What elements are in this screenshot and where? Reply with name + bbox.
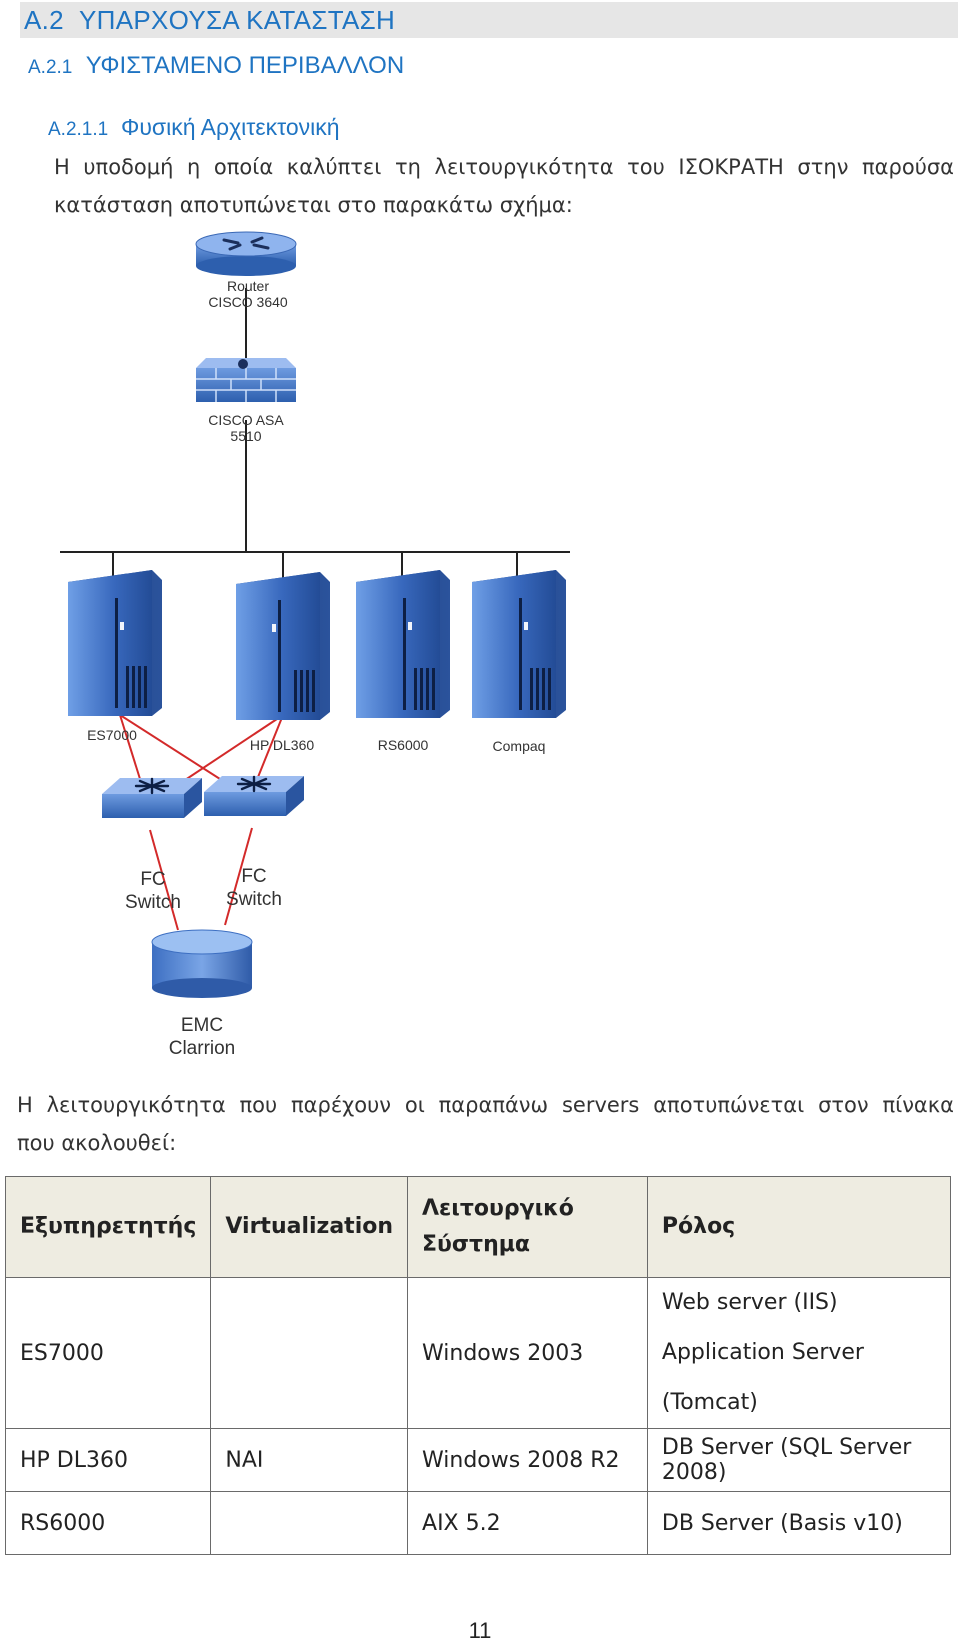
cell-os: AIX 5.2 — [407, 1491, 648, 1555]
cell-role: DB Server (SQL Server 2008) — [646, 1428, 952, 1492]
server-label-compaq: Compaq — [493, 738, 546, 754]
fc-switch-2-label-line2: Switch — [226, 889, 282, 910]
firewall-icon — [196, 358, 296, 402]
subsection-number: Α.2.1 — [28, 57, 73, 78]
server-rs6000-icon — [356, 570, 450, 718]
fc-switch-1-icon — [102, 777, 202, 818]
cell-role: Web server (IIS) Application Server (Tom… — [646, 1277, 952, 1429]
cell-server: RS6000 — [4, 1491, 212, 1555]
server-compaq-icon — [472, 570, 566, 718]
fc-link-switch1-storage — [149, 829, 179, 931]
server-label-hpdl360: HP DL360 — [250, 737, 315, 753]
subsection-title: ΥΦΙΣΤΑΜΕΝΟ ΠΕΡΙΒΑΛΛΟΝ — [85, 52, 405, 79]
section-heading: Α.2 ΥΠΑΡΧΟΥΣΑ ΚΑΤΑΣΤΑΣΗ — [24, 2, 395, 38]
cell-os: Windows 2008 R2 — [407, 1428, 648, 1492]
intro-paragraph: Η υποδομή η οποία καλύπτει τη λειτουργικ… — [54, 148, 954, 224]
section-heading-background — [20, 2, 958, 38]
section-title: ΥΠΑΡΧΟΥΣΑ ΚΑΤΑΣΤΑΣΗ — [79, 5, 396, 35]
router-label-line1: Router — [227, 278, 269, 294]
cell-server: HP DL360 — [4, 1428, 212, 1492]
subsubsection-title: Φυσική Αρχιτεκτονική — [121, 114, 340, 140]
storage-cylinder-icon — [151, 929, 253, 998]
table-row: ES7000 Windows 2003 Web server (IIS) App… — [4, 1277, 952, 1429]
intro-line-2: κατάσταση αποτυπώνεται στο παρακάτω σχήμ… — [54, 193, 573, 217]
subsubsection-heading: Α.2.1.1 Φυσική Αρχιτεκτονική — [48, 114, 340, 141]
fc-switch-1-label-line2: Switch — [125, 892, 181, 913]
firewall-label-line1: CISCO ASA — [208, 412, 284, 428]
router-icon — [195, 231, 297, 276]
servers-table: Εξυπηρετητής Virtualization Λειτουργικό … — [4, 1176, 952, 1555]
router-label-line2: CISCO 3640 — [208, 294, 288, 310]
fc-link-switch2-storage — [224, 827, 253, 926]
table-row: HP DL360 ΝΑΙ Windows 2008 R2 DB Server (… — [4, 1428, 952, 1492]
table-row: RS6000 AIX 5.2 DB Server (Basis v10) — [4, 1491, 952, 1555]
header-server: Εξυπηρετητής — [4, 1176, 212, 1278]
cell-server: ES7000 — [4, 1277, 212, 1429]
subsubsection-number: Α.2.1.1 — [48, 119, 109, 140]
firewall-label-line2: 5510 — [230, 428, 261, 444]
storage-label-line2: Clarrion — [169, 1038, 236, 1059]
fc-link-hpdl360-switch1 — [169, 714, 284, 791]
server-es7000-icon — [68, 570, 162, 716]
cell-virtualization — [210, 1277, 409, 1429]
cell-role-line2: Application Server (Tomcat) — [661, 1340, 864, 1415]
server-label-rs6000: RS6000 — [378, 737, 429, 753]
server-hpdl360-icon — [236, 572, 330, 720]
header-virtualization: Virtualization — [210, 1176, 409, 1278]
subsection-heading: Α.2.1 ΥΦΙΣΤΑΜΕΝΟ ΠΕΡΙΒΑΛΛΟΝ — [28, 52, 404, 80]
table-header-row: Εξυπηρετητής Virtualization Λειτουργικό … — [4, 1176, 952, 1278]
intro-line-1: Η υποδομή η οποία καλύπτει τη λειτουργικ… — [54, 155, 954, 179]
fc-switch-2-icon — [204, 775, 304, 816]
cell-os: Windows 2003 — [407, 1277, 648, 1429]
header-os-line1: Λειτουργικό — [422, 1196, 574, 1221]
cell-virtualization — [210, 1491, 409, 1555]
cell-role: DB Server (Basis v10) — [646, 1491, 952, 1555]
fc-switch-1-label-line1: FC — [140, 869, 165, 890]
cell-role-line1: Web server (IIS) — [661, 1290, 838, 1315]
table-intro-line-2: που ακολουθεί: — [17, 1131, 177, 1155]
header-role: Ρόλος — [646, 1176, 952, 1278]
section-number: Α.2 — [24, 5, 64, 35]
network-diagram: Router CISCO 3640 CISCO ASA 5510 — [60, 231, 570, 1059]
cell-virtualization: ΝΑΙ — [210, 1428, 409, 1492]
fc-switch-2-label-line1: FC — [241, 866, 266, 887]
table-intro-line-1: Η λειτουργικότητα που παρέχουν οι παραπά… — [17, 1093, 954, 1117]
page-number: 11 — [468, 1618, 492, 1643]
storage-label-line1: EMC — [181, 1015, 223, 1036]
server-label-es7000: ES7000 — [87, 727, 137, 743]
header-os-line2: Σύστημα — [422, 1232, 531, 1257]
header-os: Λειτουργικό Σύστημα — [407, 1176, 648, 1278]
network-links — [60, 288, 570, 592]
table-intro-paragraph: Η λειτουργικότητα που παρέχουν οι παραπά… — [17, 1086, 954, 1162]
